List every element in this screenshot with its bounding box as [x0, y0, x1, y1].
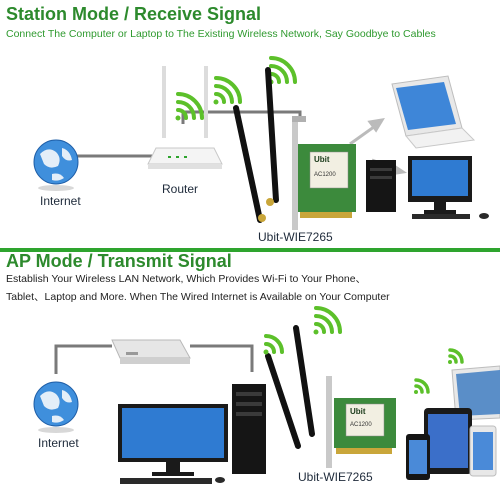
card-brand-text: Ubit: [314, 155, 330, 164]
monitor-icon: [118, 404, 228, 484]
section-divider: [0, 248, 500, 252]
ap-cables: [54, 344, 254, 374]
station-mode-subtitle: Connect The Computer or Laptop to The Ex…: [6, 28, 436, 40]
ap-mode-illustration: Ubit AC1200: [33, 306, 500, 484]
ap-mode-subtitle-line2: Tablet、Laptop and More. When The Wired I…: [6, 291, 390, 303]
internet-globe-icon: [33, 139, 79, 191]
router-label: Router: [162, 182, 199, 196]
router-wifi-signal-icon: [175, 92, 204, 121]
station-mode-illustration: Ubit AC1200: [33, 56, 489, 230]
tower-computer-icon: [232, 384, 266, 474]
ap-card-wifi-signal-icon: [263, 306, 342, 355]
ap-card-brand-text: Ubit: [350, 407, 366, 416]
card-wifi-signal-icon: [213, 56, 297, 105]
ap-card-model-text: AC1200: [350, 422, 372, 428]
ap-mode-subtitle-line1: Establish Your Wireless LAN Network, Whi…: [6, 273, 367, 285]
card-model-text: AC1200: [314, 172, 336, 178]
ap-mode-title: AP Mode / Transmit Signal: [6, 251, 232, 271]
router-icon: [147, 66, 223, 169]
ap-internet-globe-icon: [33, 381, 79, 433]
ap-wifi-card-icon: Ubit AC1200: [265, 325, 396, 468]
devices-wifi-signal-icon: [414, 348, 464, 394]
ap-internet-label: Internet: [38, 436, 79, 450]
smartphone-icon: [406, 425, 497, 480]
laptop-icon: [391, 75, 476, 149]
station-mode-title: Station Mode / Receive Signal: [6, 4, 262, 24]
wifi-card-icon: Ubit AC1200: [233, 67, 356, 230]
station-internet-label: Internet: [40, 194, 81, 208]
modem-icon: [111, 339, 191, 364]
ap-card-label: Ubit-WIE7265: [298, 470, 373, 484]
tablet-icon: [424, 408, 472, 474]
desktop-computer-icon: [366, 156, 489, 219]
station-card-label: Ubit-WIE7265: [258, 230, 333, 244]
ap-laptop-icon: [451, 365, 500, 421]
